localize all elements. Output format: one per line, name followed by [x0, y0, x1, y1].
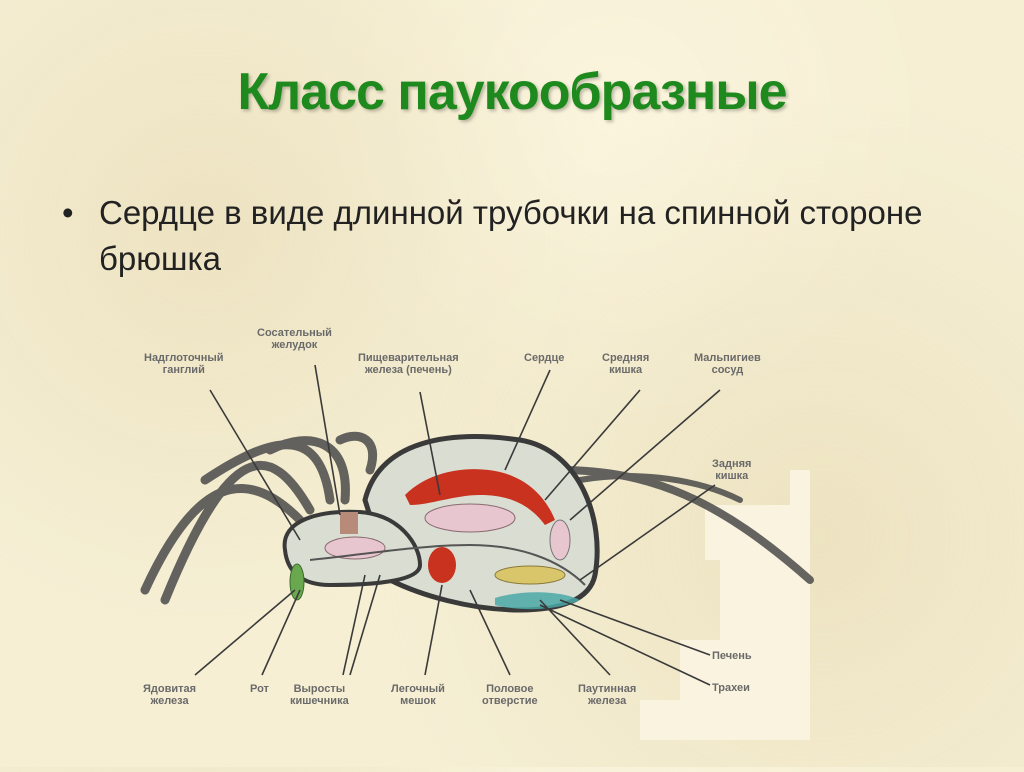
bullet-list: • Сердце в виде длинной трубочки на спин… — [62, 190, 962, 282]
label-hindgut: Задняя кишка — [712, 458, 751, 482]
label-venom-gland: Ядовитая железа — [143, 683, 196, 707]
label-line: ганглий — [162, 364, 205, 376]
label-lung-sac: Легочный мешок — [391, 683, 445, 707]
label-genital-opening: Половое отверстие — [482, 683, 538, 707]
label-line: Паутинная — [578, 683, 637, 695]
label-line: Средняя — [602, 352, 650, 364]
label-line: железа — [588, 695, 627, 707]
label-line: отверстие — [482, 695, 538, 707]
label-line: Легочный — [391, 683, 445, 695]
label-line: кишка — [609, 364, 643, 376]
label-malpighian-vessel: Мальпигиев сосуд — [694, 352, 761, 376]
label-line: Печень — [712, 650, 752, 662]
label-line: кишечника — [290, 695, 349, 707]
label-line: желудок — [271, 339, 318, 351]
label-midgut: Средняя кишка — [602, 352, 649, 376]
label-mouth: Рот — [250, 683, 269, 695]
label-tracheae: Трахеи — [712, 682, 750, 694]
label-line: Пищеварительная — [358, 352, 459, 364]
label-line: сосуд — [711, 364, 744, 376]
label-line: Мальпигиев — [694, 352, 761, 364]
label-line: Половое — [486, 683, 534, 695]
bullet-item: • Сердце в виде длинной трубочки на спин… — [62, 190, 962, 282]
label-line: железа — [150, 695, 189, 707]
bullet-dot-icon: • — [62, 194, 74, 231]
label-line: Задняя — [712, 458, 752, 470]
bullet-text: Сердце в виде длинной трубочки на спинно… — [99, 194, 923, 277]
label-line: Ядовитая — [143, 683, 197, 695]
label-line: Сердце — [524, 352, 565, 364]
label-line: мешок — [400, 695, 436, 707]
label-digestive-gland: Пищеварительная железа (печень) — [358, 352, 459, 376]
legs — [140, 431, 814, 605]
label-spinning-gland: Паутинная железа — [578, 683, 636, 707]
label-line: Трахеи — [712, 682, 750, 694]
slide-title: Класс паукообразные — [237, 63, 787, 121]
label-heart: Сердце — [524, 352, 564, 364]
label-line: железа (печень) — [364, 364, 452, 376]
label-line: Сосательный — [257, 327, 332, 339]
heart-shape — [405, 469, 555, 525]
leader-lines — [194, 364, 721, 686]
label-suprapharyngeal-ganglion: Надглоточный ганглий — [144, 352, 224, 376]
label-line: кишка — [715, 470, 749, 482]
label-liver: Печень — [712, 650, 752, 662]
label-line: Надглоточный — [144, 352, 224, 364]
label-line: Рот — [250, 683, 269, 695]
label-gut-outgrowths: Выросты кишечника — [290, 683, 349, 707]
label-sucking-stomach: Сосательный желудок — [257, 327, 332, 351]
label-line: Выросты — [293, 683, 346, 695]
